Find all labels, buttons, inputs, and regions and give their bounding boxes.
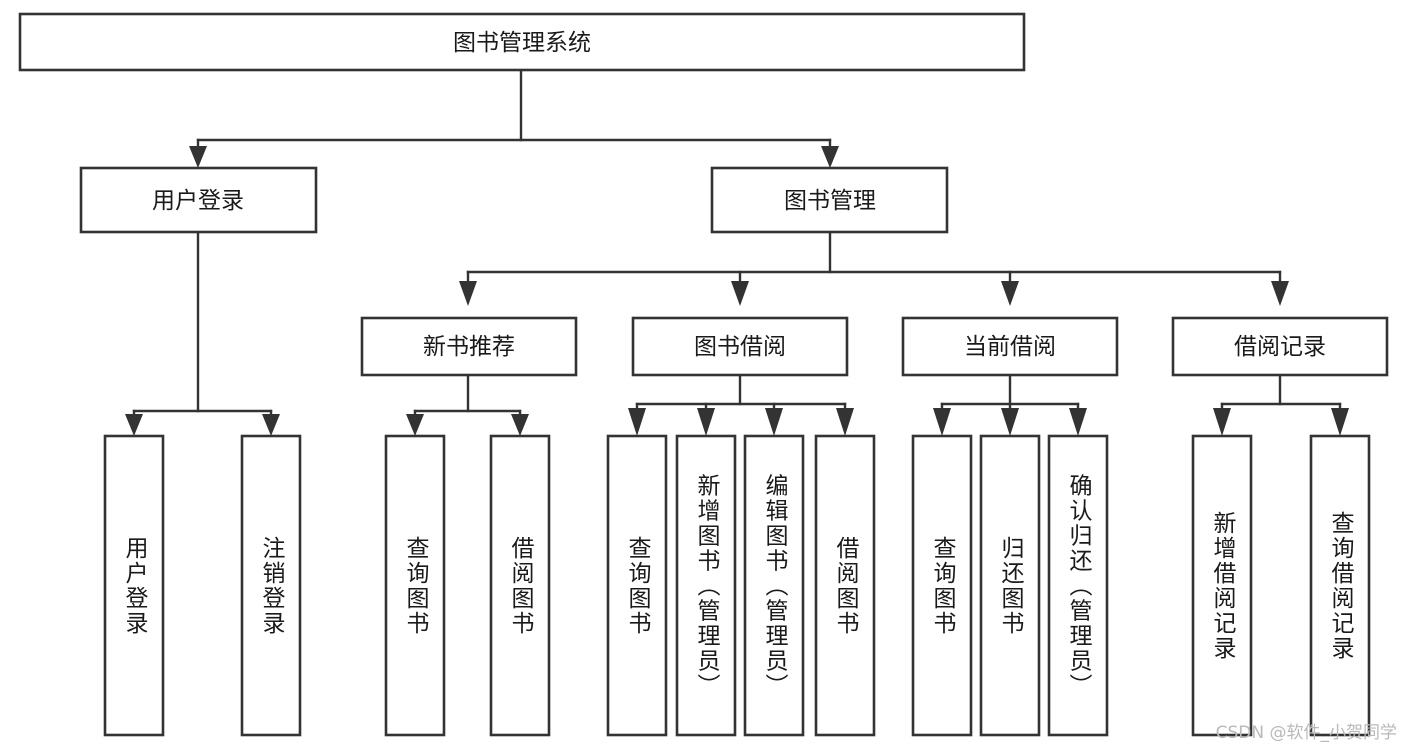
arrow-head-to-leaf-logout bbox=[262, 414, 280, 436]
node-new-book-recommend-box bbox=[360, 316, 578, 377]
arrow-head-to-leaf-query-record bbox=[1331, 408, 1349, 436]
leaf-borrow-book-box bbox=[814, 434, 876, 737]
node-user-login-box bbox=[79, 166, 318, 234]
arrow-head-to-leaf-query-book-cb bbox=[933, 408, 951, 436]
leaf-query-book-borrow-label: 查询图书 bbox=[624, 536, 652, 636]
leaf-add-book-box bbox=[675, 434, 737, 737]
connector-group-current-borrow-to-leaves bbox=[933, 373, 1087, 436]
arrow-head-to-book-manage bbox=[821, 146, 839, 168]
leaf-borrow-book-newbook-box bbox=[489, 434, 551, 737]
leaf-query-borrow-record-label: 查询借阅记录 bbox=[1327, 511, 1355, 661]
leaf-return-book-label: 归还图书 bbox=[997, 536, 1025, 636]
node-current-borrow-label: 当前借阅 bbox=[964, 334, 1056, 360]
arrow-head-to-leaf-add-book bbox=[697, 408, 715, 436]
leaf-query-book-current-label: 查询图书 bbox=[929, 536, 957, 636]
leaf-node-borrow-book-newbook[interactable]: 借阅图书 bbox=[489, 434, 551, 737]
leaf-edit-book-box bbox=[743, 434, 805, 737]
leaf-node-query-book-borrow[interactable]: 查询图书 bbox=[606, 434, 668, 737]
leaf-borrow-book-newbook-label: 借阅图书 bbox=[507, 536, 535, 636]
node-book-borrow-label: 图书借阅 bbox=[694, 334, 786, 360]
node-book-management-label: 图书管理 bbox=[784, 188, 876, 214]
leaf-logout-label: 注销登录 bbox=[258, 536, 286, 636]
leaf-node-logout[interactable]: 注销登录 bbox=[240, 434, 302, 737]
leaf-node-user-login[interactable]: 用户登录 bbox=[103, 434, 165, 737]
leaf-query-book-newbook-box bbox=[384, 434, 446, 737]
leaf-add-book-label: 新增图书（管理员） bbox=[693, 474, 721, 699]
leaf-borrow-book-label: 借阅图书 bbox=[832, 536, 860, 636]
leaf-edit-book-label: 编辑图书（管理员） bbox=[761, 474, 789, 699]
arrow-head-to-leaf-edit-book bbox=[765, 408, 783, 436]
arrow-head-to-user-login bbox=[189, 146, 207, 168]
arrow-head-to-leaf-query-book-nb bbox=[406, 414, 424, 436]
leaf-node-borrow-book[interactable]: 借阅图书 bbox=[814, 434, 876, 737]
connector-group-user-login-to-leaves bbox=[125, 230, 280, 436]
leaf-node-query-book-current[interactable]: 查询图书 bbox=[911, 434, 973, 737]
leaf-node-add-book[interactable]: 新增图书（管理员） bbox=[675, 434, 737, 737]
node-new-book-recommend-label: 新书推荐 bbox=[423, 334, 515, 360]
leaf-query-borrow-record-box bbox=[1309, 434, 1371, 737]
connector-group-root-to-level2 bbox=[189, 68, 839, 168]
arrow-head-to-leaf-borrow-book-bb bbox=[836, 408, 854, 436]
leaf-return-book-box bbox=[979, 434, 1041, 737]
connector-group-book-borrow-to-leaves bbox=[628, 373, 854, 436]
arrow-head-to-leaf-return-book bbox=[1001, 408, 1019, 436]
connector-group-new-book-to-leaves bbox=[406, 373, 529, 436]
node-current-borrow[interactable]: 当前借阅 bbox=[901, 316, 1119, 377]
node-user-login-label: 用户登录 bbox=[152, 188, 244, 214]
connector-group-book-manage-to-level3 bbox=[459, 230, 1289, 306]
leaf-query-book-borrow-box bbox=[606, 434, 668, 737]
leaf-node-query-borrow-record[interactable]: 查询借阅记录 bbox=[1309, 434, 1371, 737]
leaf-query-book-newbook-label: 查询图书 bbox=[402, 536, 430, 636]
node-root-box bbox=[18, 12, 1026, 72]
arrow-head-to-new-book bbox=[459, 281, 477, 306]
leaf-add-borrow-record-box bbox=[1191, 434, 1253, 737]
leaf-confirm-return-label: 确认归还（管理员） bbox=[1065, 474, 1093, 699]
connector-group-borrow-record-to-leaves bbox=[1213, 373, 1349, 436]
leaf-query-book-current-box bbox=[911, 434, 973, 737]
leaf-node-add-borrow-record[interactable]: 新增借阅记录 bbox=[1191, 434, 1253, 737]
node-book-management[interactable]: 图书管理 bbox=[710, 166, 949, 234]
arrow-head-to-leaf-add-record bbox=[1213, 408, 1231, 436]
leaf-node-query-book-newbook[interactable]: 查询图书 bbox=[384, 434, 446, 737]
leaf-node-confirm-return[interactable]: 确认归还（管理员） bbox=[1047, 434, 1109, 737]
arrow-head-to-leaf-confirm-return bbox=[1069, 408, 1087, 436]
arrow-head-to-leaf-query-book-bb bbox=[628, 408, 646, 436]
leaf-logout-box bbox=[240, 434, 302, 737]
leaf-node-edit-book[interactable]: 编辑图书（管理员） bbox=[743, 434, 805, 737]
node-book-management-box bbox=[710, 166, 949, 234]
leaf-node-return-book[interactable]: 归还图书 bbox=[979, 434, 1041, 737]
node-user-login[interactable]: 用户登录 bbox=[79, 166, 318, 234]
node-borrow-record-box bbox=[1171, 316, 1389, 377]
node-borrow-record[interactable]: 借阅记录 bbox=[1171, 316, 1389, 377]
arrow-head-to-leaf-user-login bbox=[125, 414, 143, 436]
leaf-user-login-label: 用户登录 bbox=[121, 536, 149, 636]
node-root-label: 图书管理系统 bbox=[453, 30, 591, 56]
node-borrow-record-label: 借阅记录 bbox=[1234, 334, 1326, 360]
arrow-head-to-current-borrow bbox=[1001, 281, 1019, 306]
node-book-borrow-box bbox=[631, 316, 849, 377]
node-current-borrow-box bbox=[901, 316, 1119, 377]
leaf-user-login-box bbox=[103, 434, 165, 737]
arrow-head-to-borrow-record bbox=[1271, 281, 1289, 306]
node-new-book-recommend[interactable]: 新书推荐 bbox=[360, 316, 578, 377]
arrow-head-to-leaf-borrow-book-nb bbox=[511, 414, 529, 436]
arrow-head-to-book-borrow bbox=[731, 281, 749, 306]
node-root-book-management-system[interactable]: 图书管理系统 bbox=[18, 12, 1026, 72]
leaf-add-borrow-record-label: 新增借阅记录 bbox=[1209, 511, 1237, 661]
leaf-confirm-return-box bbox=[1047, 434, 1109, 737]
node-book-borrow[interactable]: 图书借阅 bbox=[631, 316, 849, 377]
